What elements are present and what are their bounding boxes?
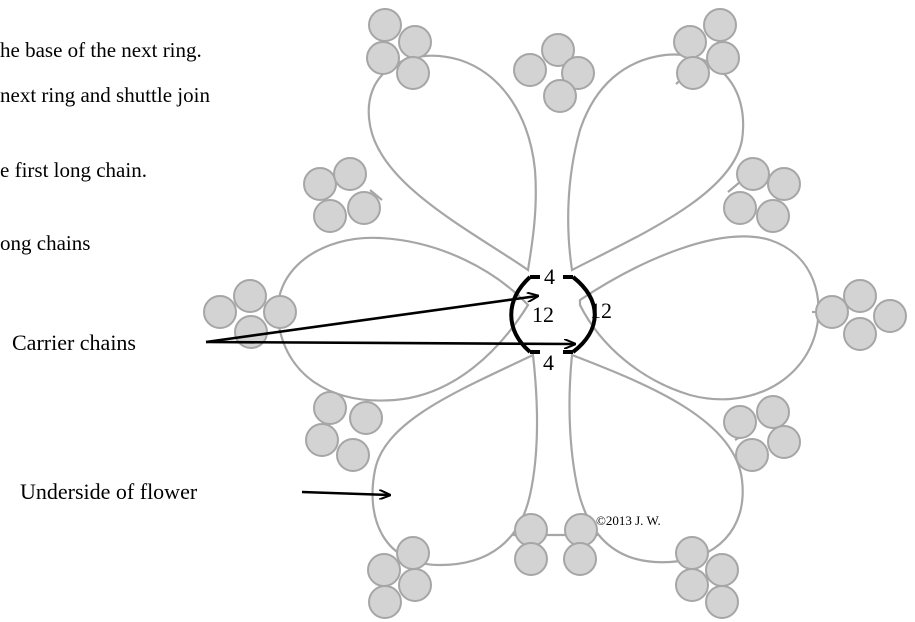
carrier-chain-right bbox=[571, 275, 597, 354]
arrow-carrier-lower bbox=[205, 342, 574, 344]
ring-right bbox=[578, 235, 820, 401]
copyright-label: ©2013 J. W. bbox=[596, 513, 661, 528]
carrier-chains-label: Carrier chains bbox=[12, 330, 136, 355]
instruction-line-1: he base of the next ring. bbox=[0, 38, 202, 62]
carrier-chains bbox=[509, 275, 597, 354]
ring-top-left bbox=[367, 54, 537, 272]
instruction-line-2: next ring and shuttle join bbox=[0, 83, 210, 107]
annotation-arrows bbox=[205, 296, 574, 495]
count-left: 12 bbox=[532, 302, 554, 327]
count-bottom: 4 bbox=[543, 350, 554, 375]
carrier-chain-left bbox=[509, 275, 532, 354]
instruction-line-3: e first long chain. bbox=[0, 158, 147, 182]
arrow-carrier-upper bbox=[205, 296, 537, 344]
arrow-underside bbox=[301, 492, 389, 495]
instruction-line-4: ong chains bbox=[0, 231, 91, 255]
ring-top-right bbox=[567, 53, 745, 272]
ring-bottom-left bbox=[371, 353, 539, 567]
flower-rings bbox=[276, 53, 820, 567]
count-right: 12 bbox=[590, 298, 612, 323]
underside-label: Underside of flower bbox=[20, 479, 198, 504]
count-top: 4 bbox=[544, 264, 555, 289]
picot-clusters bbox=[203, 8, 907, 619]
